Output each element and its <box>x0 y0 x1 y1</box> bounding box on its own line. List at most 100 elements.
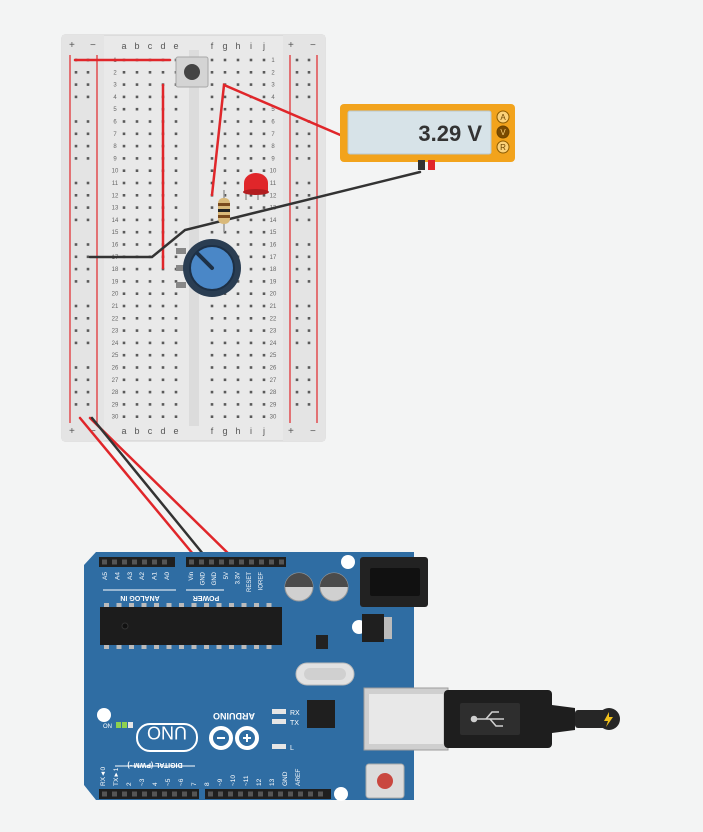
hole-28-5[interactable] <box>210 390 214 394</box>
hole-22-4[interactable] <box>174 317 178 320</box>
rail-hole-9-3[interactable] <box>307 157 311 160</box>
hole-5-8[interactable] <box>249 107 253 111</box>
digital-pin-b-11[interactable] <box>318 791 323 797</box>
hole-21-8[interactable] <box>249 304 253 308</box>
hole-25-1[interactable] <box>135 353 139 357</box>
hole-30-6[interactable] <box>223 415 227 418</box>
analog-pin-0[interactable] <box>102 559 107 565</box>
rail-hole-14-2[interactable] <box>295 218 299 222</box>
hole-26-6[interactable] <box>223 366 227 369</box>
wire-red-to-arduino[interactable] <box>78 416 200 562</box>
hole-22-0[interactable] <box>122 317 126 320</box>
hole-21-1[interactable] <box>135 304 139 308</box>
hole-27-7[interactable] <box>236 378 240 382</box>
hole-23-6[interactable] <box>223 329 227 332</box>
hole-5-0[interactable] <box>122 107 126 111</box>
hole-12-2[interactable] <box>148 194 152 197</box>
hole-13-9[interactable] <box>262 206 266 209</box>
hole-24-8[interactable] <box>249 341 253 345</box>
hole-4-5[interactable] <box>210 95 214 99</box>
wires[interactable] <box>73 58 422 565</box>
rail-hole-2-0[interactable] <box>74 71 78 74</box>
analog-pin-5[interactable] <box>152 559 157 565</box>
hole-29-0[interactable] <box>122 403 126 406</box>
hole-20-0[interactable] <box>122 292 126 295</box>
hole-30-5[interactable] <box>210 415 214 418</box>
hole-12-1[interactable] <box>135 194 139 197</box>
rail-hole-28-0[interactable] <box>74 390 78 394</box>
hole-15-4[interactable] <box>174 230 178 234</box>
hole-24-4[interactable] <box>174 341 178 345</box>
digital-pin-a-6[interactable] <box>162 791 167 797</box>
hole-7-1[interactable] <box>135 132 139 136</box>
rail-hole-7-2[interactable] <box>295 132 299 136</box>
digital-pin-b-4[interactable] <box>248 791 253 797</box>
rail-hole-27-1[interactable] <box>86 378 90 382</box>
hole-12-7[interactable] <box>236 194 240 197</box>
digital-pin-b-6[interactable] <box>268 791 273 797</box>
rail-hole-11-0[interactable] <box>74 181 78 185</box>
hole-24-3[interactable] <box>161 341 165 345</box>
hole-3-5[interactable] <box>210 83 214 86</box>
rail-hole-11-3[interactable] <box>307 181 311 185</box>
hole-16-7[interactable] <box>236 243 240 246</box>
hole-23-7[interactable] <box>236 329 240 332</box>
rail-hole-4-2[interactable] <box>295 95 299 99</box>
hole-18-9[interactable] <box>262 267 266 271</box>
hole-22-5[interactable] <box>210 317 214 320</box>
rail-hole-26-3[interactable] <box>307 366 311 369</box>
rail-hole-24-2[interactable] <box>295 341 299 345</box>
analog-pin-3[interactable] <box>132 559 137 565</box>
rail-hole-23-1[interactable] <box>86 329 90 332</box>
hole-29-6[interactable] <box>223 403 227 406</box>
rail-hole-26-0[interactable] <box>74 366 78 369</box>
hole-14-9[interactable] <box>262 218 266 222</box>
hole-21-5[interactable] <box>210 304 214 308</box>
hole-17-9[interactable] <box>262 255 266 259</box>
hole-19-2[interactable] <box>148 280 152 283</box>
hole-30-2[interactable] <box>148 415 152 418</box>
hole-6-4[interactable] <box>174 120 178 123</box>
usb-cable[interactable] <box>444 690 620 748</box>
hole-27-8[interactable] <box>249 378 253 382</box>
rail-hole-19-0[interactable] <box>74 280 78 283</box>
hole-23-1[interactable] <box>135 329 139 332</box>
hole-16-0[interactable] <box>122 243 126 246</box>
digital-pin-b-2[interactable] <box>228 791 233 797</box>
hole-30-7[interactable] <box>236 415 240 418</box>
rail-hole-22-0[interactable] <box>74 317 78 320</box>
hole-11-0[interactable] <box>122 181 126 185</box>
rail-hole-29-1[interactable] <box>86 403 90 406</box>
hole-13-1[interactable] <box>135 206 139 209</box>
hole-9-0[interactable] <box>122 157 126 160</box>
hole-27-4[interactable] <box>174 378 178 382</box>
hole-8-2[interactable] <box>148 144 152 148</box>
power-pin-9[interactable] <box>279 559 284 565</box>
hole-12-4[interactable] <box>174 194 178 197</box>
rail-hole-26-1[interactable] <box>86 366 90 369</box>
digital-pin-b-1[interactable] <box>218 791 223 797</box>
rail-hole-19-1[interactable] <box>86 280 90 283</box>
rail-hole-17-1[interactable] <box>86 255 90 259</box>
rail-hole-16-0[interactable] <box>74 243 78 246</box>
hole-11-7[interactable] <box>236 181 240 185</box>
digital-pin-a-4[interactable] <box>142 791 147 797</box>
hole-25-7[interactable] <box>236 353 240 357</box>
hole-20-1[interactable] <box>135 292 139 295</box>
hole-25-5[interactable] <box>210 353 214 357</box>
rail-hole-2-3[interactable] <box>307 71 311 74</box>
hole-28-9[interactable] <box>262 390 266 394</box>
hole-26-8[interactable] <box>249 366 253 369</box>
hole-15-9[interactable] <box>262 230 266 234</box>
hole-3-9[interactable] <box>262 83 266 86</box>
rail-hole-16-1[interactable] <box>86 243 90 246</box>
rail-hole-13-3[interactable] <box>307 206 311 209</box>
hole-9-8[interactable] <box>249 157 253 160</box>
hole-28-6[interactable] <box>223 390 227 394</box>
rail-hole-12-3[interactable] <box>307 194 311 197</box>
hole-12-0[interactable] <box>122 194 126 197</box>
rail-hole-17-2[interactable] <box>295 255 299 259</box>
rail-hole-28-3[interactable] <box>307 390 311 394</box>
hole-6-6[interactable] <box>223 120 227 123</box>
hole-19-8[interactable] <box>249 280 253 283</box>
